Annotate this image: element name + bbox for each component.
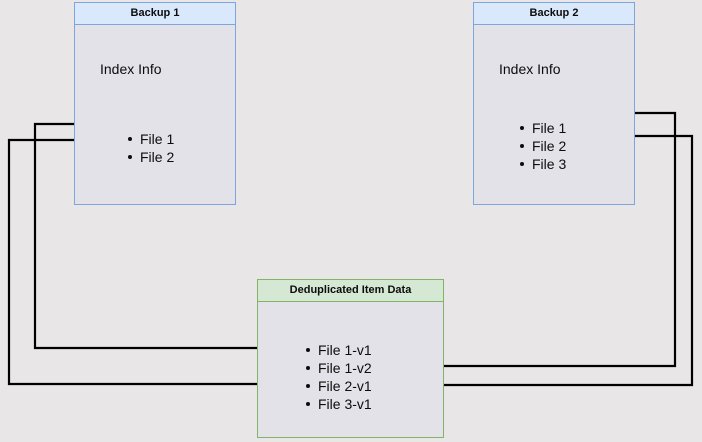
list-item[interactable]: File 2 — [127, 148, 174, 166]
list-item[interactable]: File 2 — [519, 137, 566, 155]
list-item[interactable]: File 1-v2 — [305, 359, 372, 377]
node-backup2-body: Index Info File 1 File 2 File 3 — [474, 25, 634, 204]
node-backup1[interactable]: Backup 1 Index Info File 1 File 2 — [74, 2, 236, 205]
node-backup2[interactable]: Backup 2 Index Info File 1 File 2 File 3 — [473, 2, 635, 205]
list-item[interactable]: File 2-v1 — [305, 377, 372, 395]
backup1-index-label: Index Info — [100, 61, 162, 77]
list-item[interactable]: File 3-v1 — [305, 395, 372, 413]
node-deduplicated-item-data[interactable]: Deduplicated Item Data File 1-v1 File 1-… — [257, 279, 444, 438]
backup2-index-label: Index Info — [499, 61, 561, 77]
backup1-file-list: File 1 File 2 — [127, 130, 174, 166]
node-backup2-header: Backup 2 — [474, 3, 634, 25]
list-item[interactable]: File 1-v1 — [305, 341, 372, 359]
node-dedup-body: File 1-v1 File 1-v2 File 2-v1 File 3-v1 — [258, 302, 443, 437]
node-backup1-body: Index Info File 1 File 2 — [75, 25, 235, 204]
list-item[interactable]: File 1 — [519, 119, 566, 137]
node-dedup-header: Deduplicated Item Data — [258, 280, 443, 302]
list-item[interactable]: File 1 — [127, 130, 174, 148]
dedup-file-list: File 1-v1 File 1-v2 File 2-v1 File 3-v1 — [305, 341, 372, 413]
backup2-file-list: File 1 File 2 File 3 — [519, 119, 566, 173]
list-item[interactable]: File 3 — [519, 155, 566, 173]
node-backup1-header: Backup 1 — [75, 3, 235, 25]
